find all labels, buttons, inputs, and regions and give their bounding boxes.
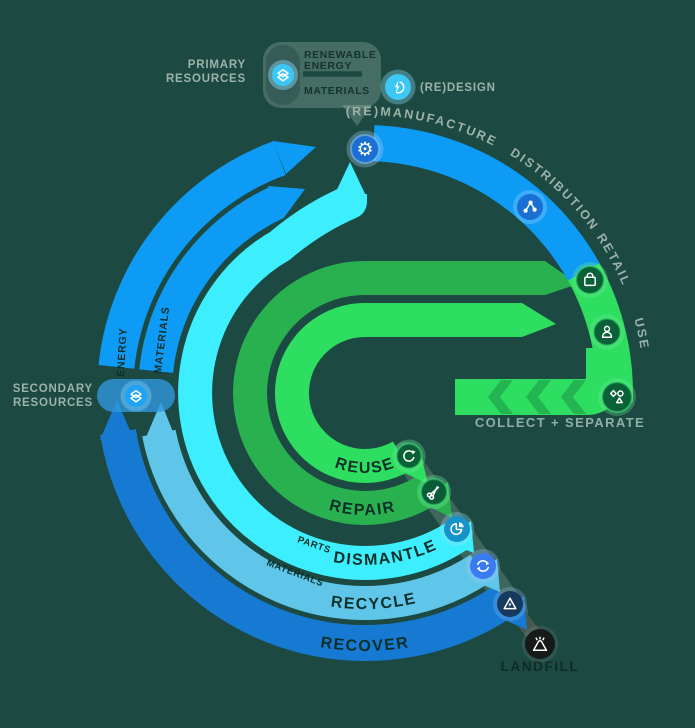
arc-energy-return [98, 141, 286, 369]
label-box-materials: MATERIALS [304, 85, 370, 97]
collect-chevron [526, 380, 551, 414]
use-icon [589, 314, 625, 350]
label-use: USE [631, 316, 651, 351]
label-collect-separate: COLLECT + SEPARATE [475, 415, 645, 430]
recycle-to-materials-arrow [144, 402, 177, 442]
arc-dismantle [178, 185, 467, 580]
repair-arm-tip [545, 261, 578, 295]
collect-chevron [488, 380, 513, 414]
arc-reuse [274, 303, 410, 483]
gear-icon: ⚙ [356, 140, 373, 161]
scissors-icon [426, 486, 440, 500]
collect-icon [598, 378, 636, 416]
recycle-arrows-icon [476, 560, 490, 572]
secondary-resources-icon [120, 380, 152, 412]
remanufacture-icon: ⚙ [346, 130, 384, 168]
primary-resources-callout [263, 42, 381, 126]
label-redesign: (RE)DESIGN [420, 82, 496, 94]
label-secondary-line2: RESOURCES [13, 397, 93, 409]
label-reuse: REUSE [333, 455, 397, 477]
recover-to-energy-arrow [100, 400, 134, 440]
dismantle-icon [440, 512, 474, 546]
energy-triangle-icon [503, 597, 517, 610]
person-icon [601, 325, 613, 338]
share-icon [523, 200, 537, 213]
label-primary-line2: RESOURCES [166, 73, 246, 85]
label-renewable-line2: ENERGY [304, 60, 352, 72]
primary-resources-icon [268, 60, 298, 90]
dismantle-arrow-tip [333, 162, 367, 198]
arc-repair [233, 261, 441, 525]
retail-icon [572, 262, 608, 298]
label-primary-line1: PRIMARY [188, 59, 246, 71]
arc-recycle [142, 429, 489, 620]
bag-icon [584, 272, 596, 287]
landfill-mound-icon [532, 636, 548, 651]
energy-arrow-tip [273, 141, 316, 174]
label-recover: RECOVER [319, 634, 410, 655]
label-recycle: RECYCLE [330, 590, 418, 613]
landfill-icon [521, 625, 559, 663]
label-energy-band: ENERGY [115, 327, 130, 377]
label-landfill: LANDFILL [501, 659, 580, 674]
repair-icon [417, 475, 451, 509]
materials-arrow-tip [268, 186, 305, 219]
redesign-icon [380, 69, 416, 105]
arc-materials-return [139, 187, 284, 374]
label-secondary-line1: SECONDARY [13, 383, 93, 395]
reuse-arm-tip [522, 303, 556, 337]
collect-band [455, 348, 622, 415]
label-renewable-line1: RENEWABLE [304, 49, 377, 61]
label-repair: REPAIR [328, 497, 398, 519]
pie-icon [450, 522, 464, 536]
recover-icon [493, 587, 527, 621]
sort-icon [609, 389, 624, 404]
recycle-icon [466, 549, 500, 583]
reuse-arrow-icon [403, 450, 416, 462]
arc-recover [100, 429, 515, 661]
collect-chevron [561, 380, 586, 414]
arc-forward-blue [372, 125, 604, 288]
reuse-icon [392, 439, 426, 473]
distribution-icon [513, 190, 547, 224]
